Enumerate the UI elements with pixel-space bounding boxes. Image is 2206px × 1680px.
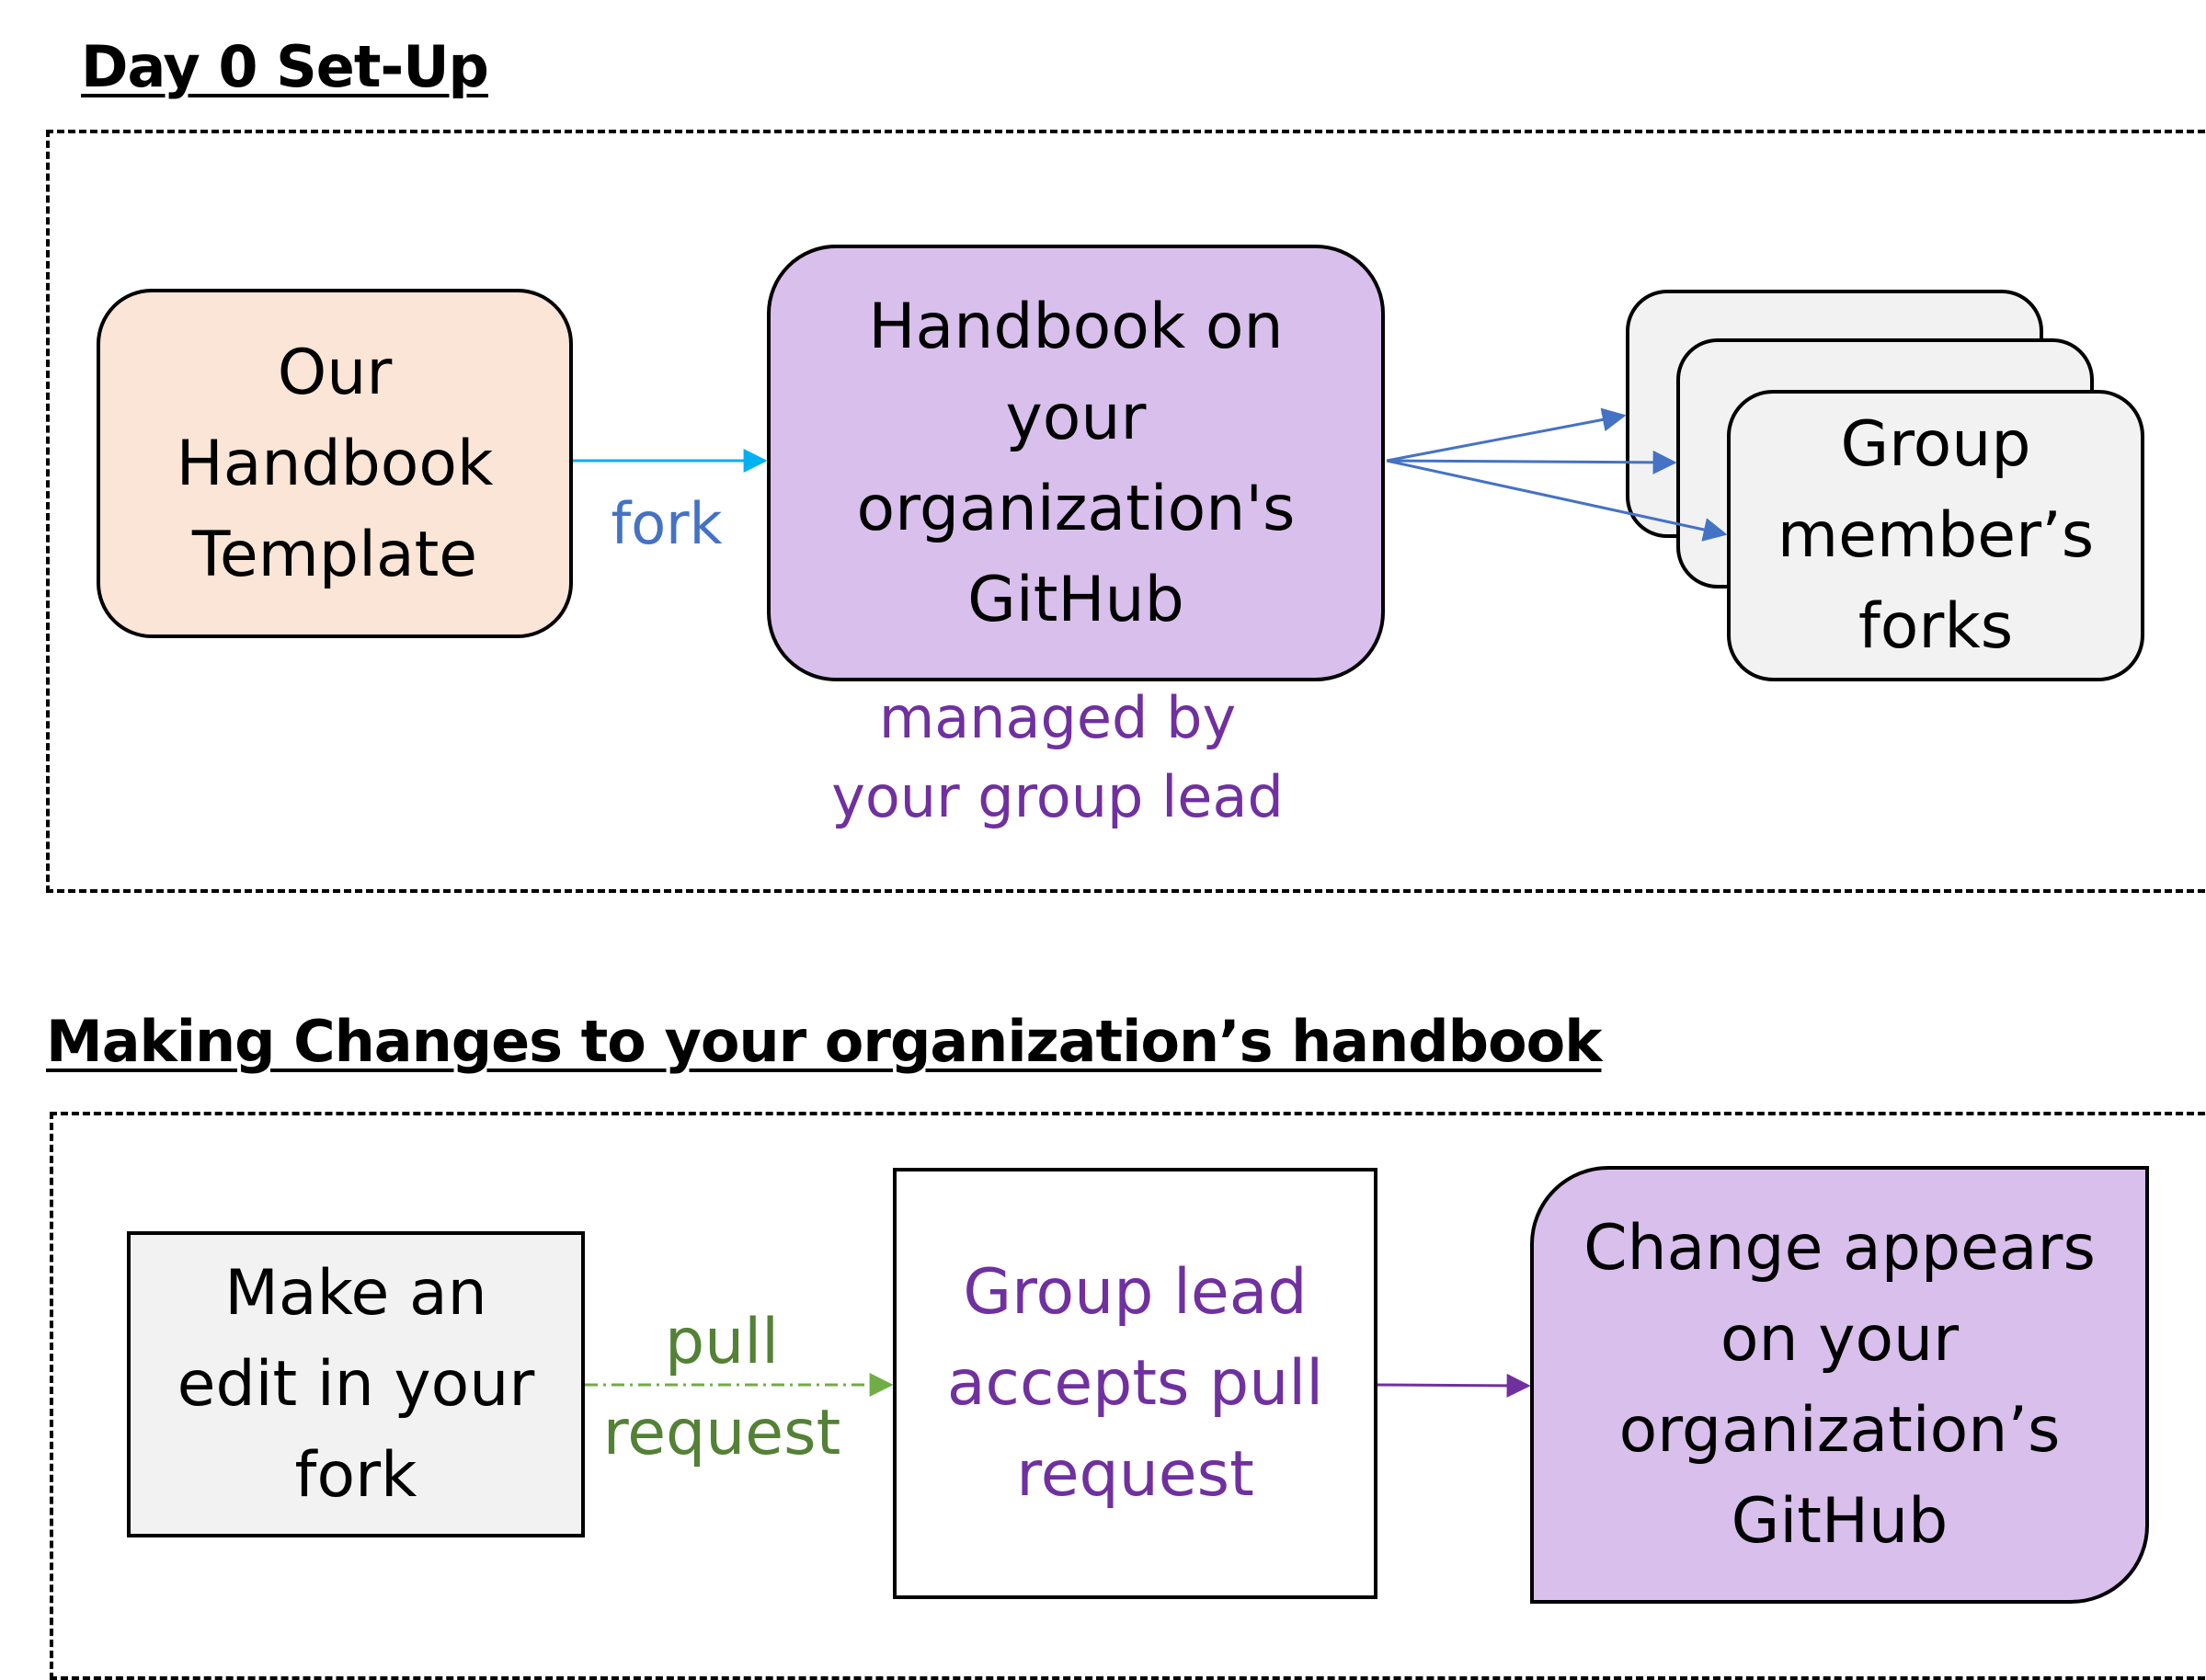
template-box: Our Handbook Template xyxy=(97,289,573,638)
group-forks-box-label: Group member’s forks xyxy=(1777,408,2095,663)
section-heading-changes: Making Changes to your organization’s ha… xyxy=(46,1008,1602,1075)
day0-frame xyxy=(46,130,2206,893)
fan-arrow-2 xyxy=(1386,450,1677,474)
org-handbook-box: Handbook on your organization's GitHub xyxy=(767,245,1385,681)
section-heading-day0: Day 0 Set-Up xyxy=(81,33,489,100)
pull-request-label: pull request xyxy=(602,1306,841,1469)
template-box-label: Our Handbook Template xyxy=(176,336,494,591)
change-appears-box-label: Change appears on your organization’s Gi… xyxy=(1583,1212,2096,1558)
change-appears-box: Change appears on your organization’s Gi… xyxy=(1530,1166,2149,1604)
accept-arrow xyxy=(1377,1373,1531,1398)
edit-fork-box: Make an edit in your fork xyxy=(127,1231,585,1537)
fork-edge-label: fork xyxy=(611,490,723,557)
fan-arrow-1 xyxy=(1386,407,1627,463)
edit-fork-box-label: Make an edit in your fork xyxy=(177,1257,535,1512)
managed-by-label: managed by your group lead xyxy=(831,684,1284,830)
org-handbook-box-label: Handbook on your organization's GitHub xyxy=(856,290,1296,636)
accept-pr-box-label: Group lead accepts pull request xyxy=(946,1256,1324,1511)
group-forks-box: Group member’s forks xyxy=(1727,390,2144,681)
accept-pr-box: Group lead accepts pull request xyxy=(893,1168,1377,1599)
fan-arrow-3 xyxy=(1386,459,1728,542)
